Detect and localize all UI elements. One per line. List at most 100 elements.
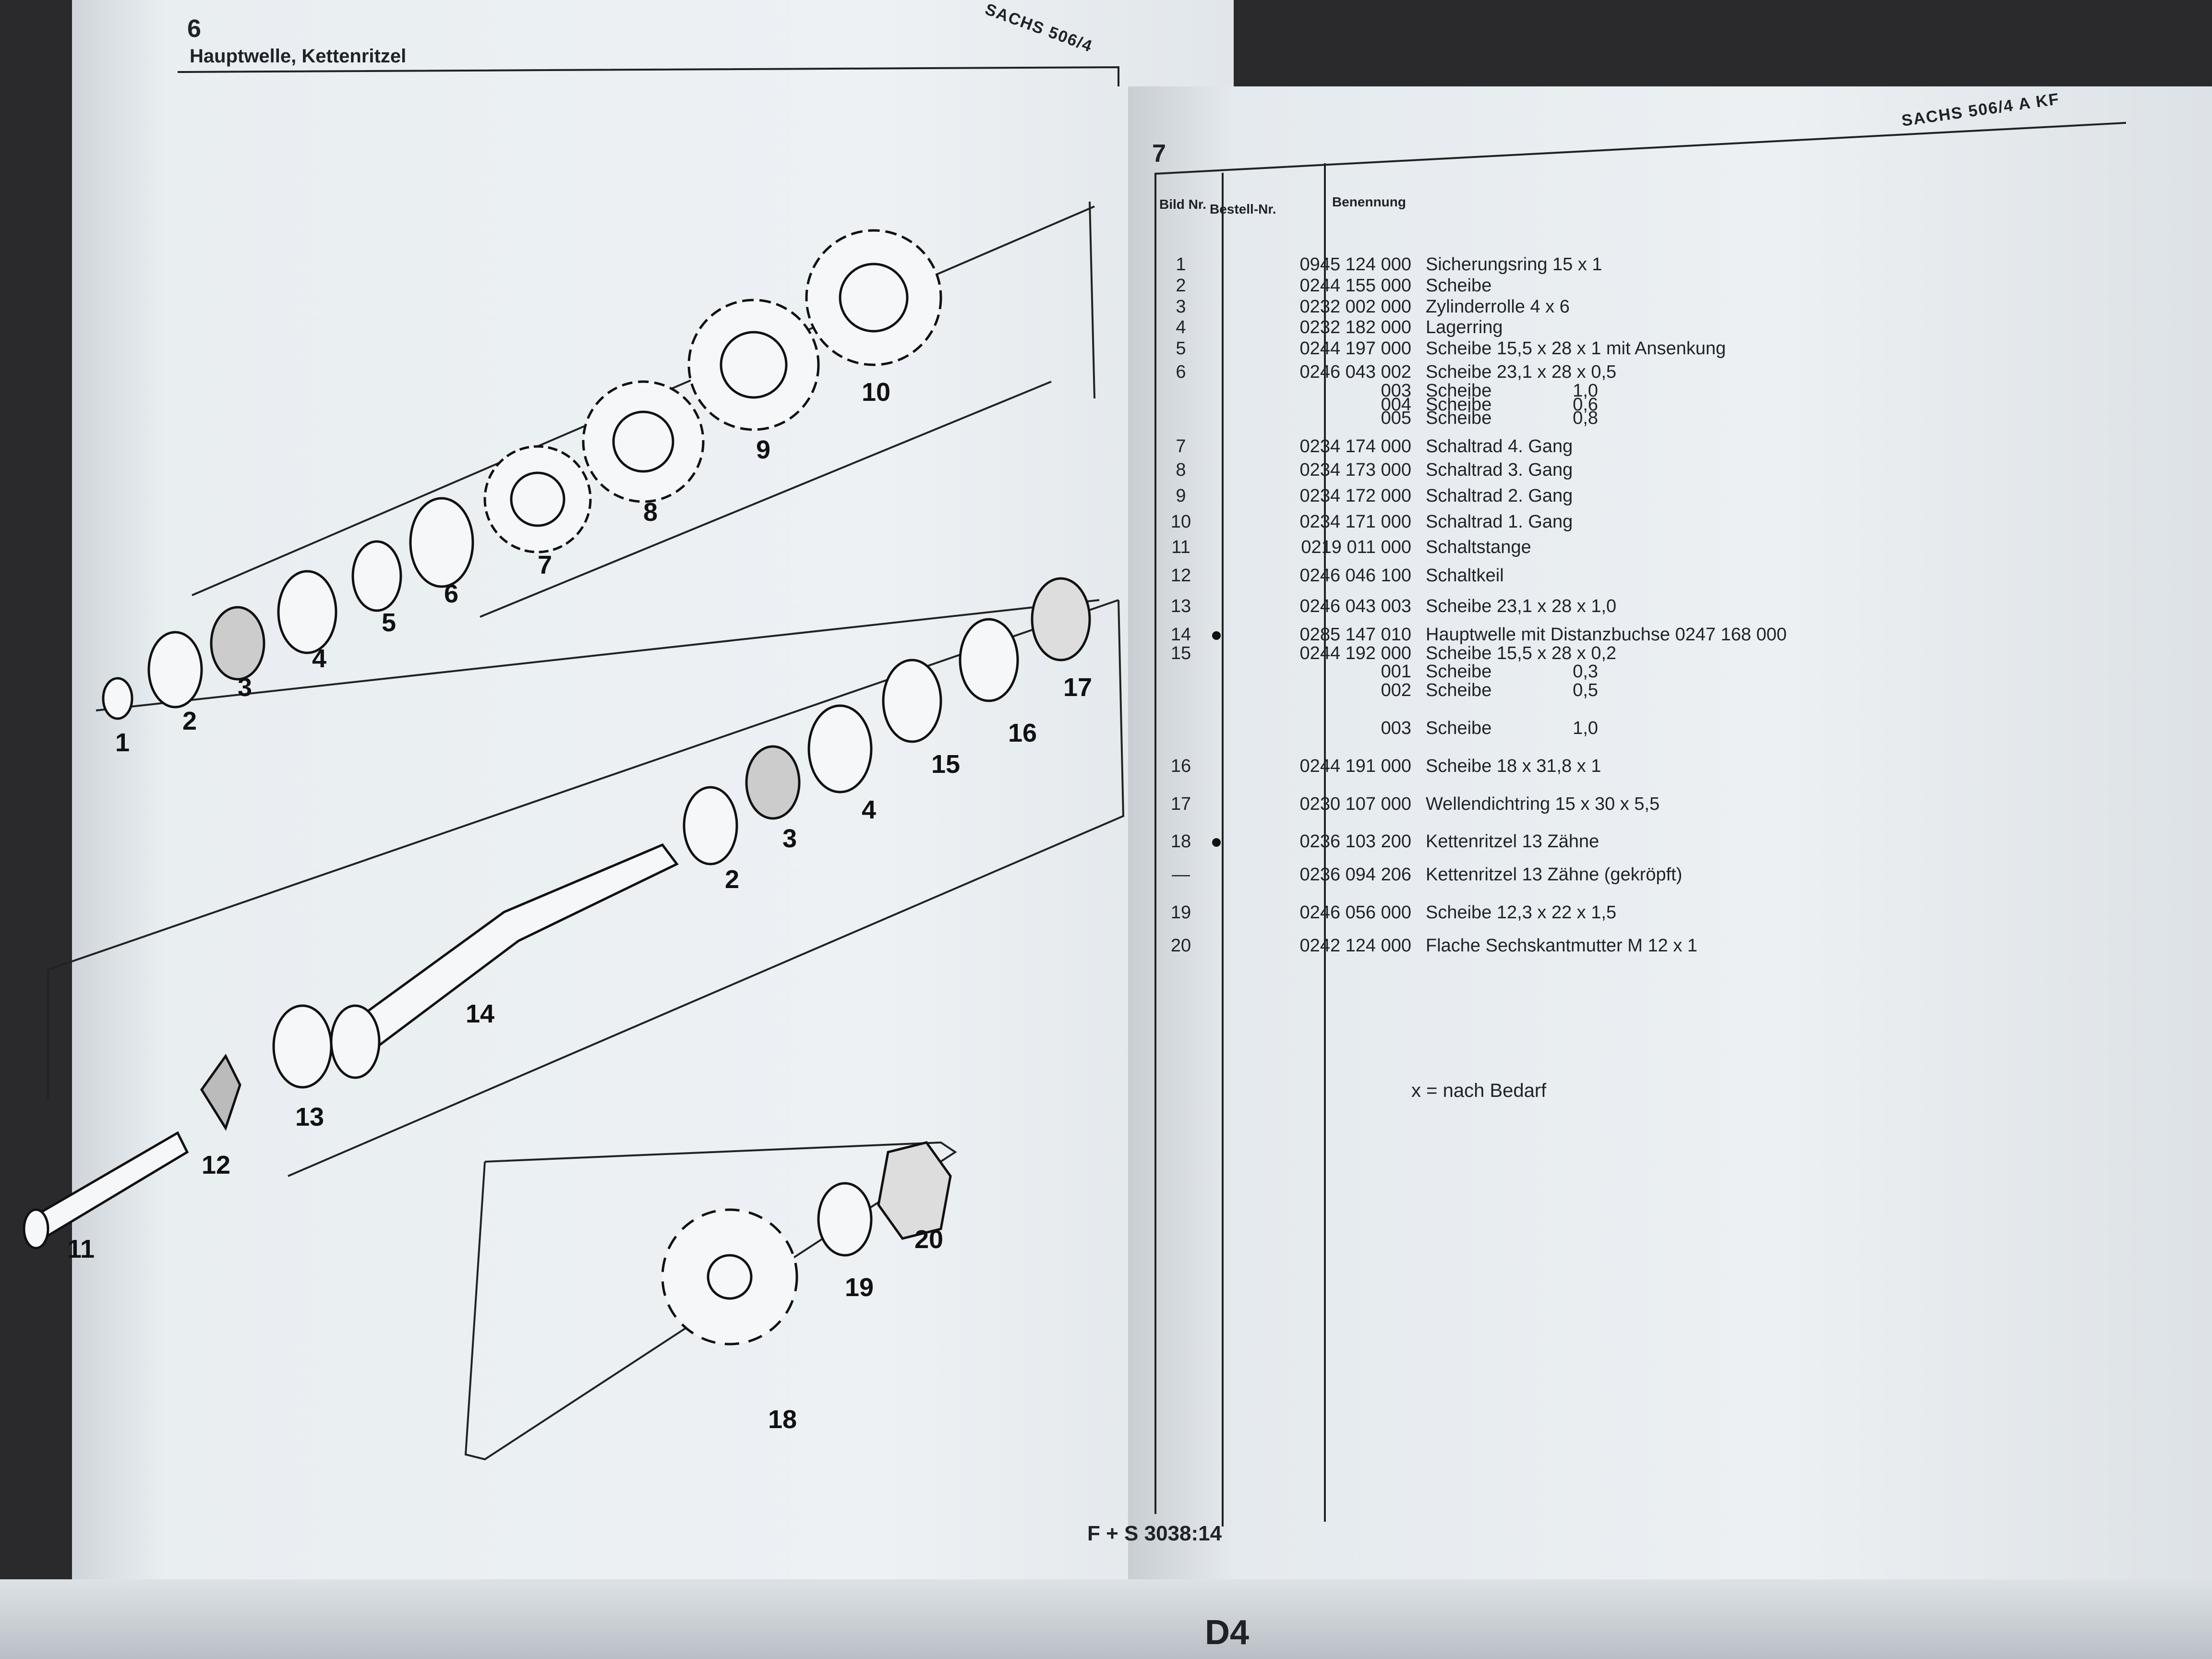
document-code: F + S 3038:14	[1087, 1522, 1222, 1545]
row-bestell-nr: 0244 197 000	[1299, 338, 1411, 359]
row-benennung: Scheibe 23,1 x 28 x 1,0	[1426, 596, 1617, 616]
row-benennung: Scheibe 1,0	[1426, 718, 1599, 738]
new-part-bullet-icon	[1212, 838, 1221, 847]
page-title: Hauptwelle, Kettenritzel	[190, 46, 407, 67]
part-label: 9	[756, 435, 770, 464]
exploded-parts-diagram: 1 2 3 4 5 6 7 8 9 10 17 16 15 4 3 2 14 1…	[23, 229, 1093, 1434]
row-bestell-nr: 0234 171 000	[1299, 511, 1411, 532]
row-benennung: Schaltrad 4. Gang	[1426, 436, 1573, 457]
row-bestell-nr: 004	[1381, 394, 1411, 415]
row-benennung: Kettenritzel 13 Zähne (gekröpft)	[1426, 865, 1683, 885]
row-bild-nr: 19	[1170, 902, 1191, 923]
table-row: 4 0232 182 000 Lagerring	[1157, 317, 2021, 346]
row-benennung: Zylinderrolle 4 x 6	[1426, 296, 1570, 317]
upper-parts	[102, 229, 942, 720]
row-benennung: Scheibe 12,3 x 22 x 1,5	[1426, 902, 1617, 923]
row-bild-nr: 7	[1176, 436, 1186, 457]
part-label: 3	[782, 824, 797, 853]
column-divider	[1222, 173, 1224, 1527]
row-benennung: Schaltstange	[1426, 537, 1531, 558]
part-8-hub	[612, 410, 674, 473]
row-benennung: Scheibe 23,1 x 28 x 0,5	[1426, 362, 1617, 382]
part-label: 7	[538, 551, 552, 579]
table-row: 005 Scheibe 0,8	[1157, 408, 2021, 437]
part-3-roller-cage	[210, 606, 265, 681]
part-5-washer	[351, 540, 402, 612]
part-6-washer	[409, 497, 474, 588]
part-14-shaft-end	[330, 1004, 381, 1079]
row-bild-nr: 3	[1176, 296, 1186, 317]
column-divider	[1324, 163, 1326, 1522]
section-label: D4	[1205, 1613, 1250, 1652]
row-benennung: Scheibe 18 x 31,8 x 1	[1426, 756, 1601, 776]
row-benennung: Kettenritzel 13 Zähne	[1426, 831, 1599, 852]
right-page-number: 7	[1152, 140, 1166, 168]
row-benennung: Scheibe 15,5 x 28 x 0,2	[1426, 643, 1617, 663]
row-benennung: Sicherungsring 15 x 1	[1426, 254, 1602, 275]
part-3-lower-roller-cage	[745, 745, 801, 820]
row-bestell-nr: 0232 182 000	[1299, 317, 1411, 338]
table-row: 003 Scheibe 1,0	[1157, 381, 2021, 409]
row-bestell-nr: 0244 192 000	[1299, 643, 1411, 663]
part-10-hub	[839, 263, 909, 333]
row-bestell-nr: 0234 174 000	[1299, 436, 1411, 457]
part-label: 18	[768, 1405, 797, 1434]
row-bild-nr: 4	[1176, 317, 1186, 338]
row-benennung: Scheibe 15,5 x 28 x 1 mit Ansenkung	[1426, 338, 1726, 359]
row-bild-nr: 1	[1176, 254, 1186, 275]
row-benennung: Schaltrad 2. Gang	[1426, 485, 1573, 506]
row-bestell-nr: 0246 043 002	[1299, 362, 1411, 382]
part-11-shift-rod	[27, 1131, 189, 1240]
table-row: 11 0219 011 000 Schaltstange	[1157, 537, 2021, 566]
book-spine-strip	[0, 1579, 2212, 1659]
left-page-number: 6	[187, 15, 201, 43]
row-bild-nr: 8	[1176, 460, 1186, 480]
row-benennung: Lagerring	[1426, 317, 1503, 338]
part-label: 4	[312, 644, 326, 673]
part-4-lower-bearing-ring	[807, 704, 873, 793]
row-bestell-nr: 003	[1381, 380, 1411, 401]
row-bestell-nr: 0219 011 000	[1301, 537, 1411, 558]
part-label: 17	[1063, 673, 1092, 702]
part-label: 3	[238, 673, 252, 702]
part-label: 16	[1008, 719, 1037, 747]
part-label: 11	[67, 1235, 95, 1263]
row-benennung: Scheibe 1,0	[1426, 380, 1599, 401]
row-bild-nr: 11	[1171, 537, 1190, 558]
lower-parts	[23, 577, 1091, 1346]
row-bestell-nr: 0244 155 000	[1299, 275, 1411, 296]
row-bestell-nr: 0246 043 003	[1299, 596, 1411, 616]
row-bild-nr: 18	[1170, 831, 1191, 852]
row-bestell-nr: 003	[1381, 718, 1411, 738]
row-benennung: Schaltrad 3. Gang	[1426, 460, 1573, 480]
part-16-washer	[959, 618, 1019, 702]
part-17-seal	[1031, 577, 1091, 661]
part-1-circlip	[102, 677, 133, 720]
row-bestell-nr: 0234 173 000	[1299, 460, 1411, 480]
row-bild-nr: 16	[1170, 756, 1191, 776]
row-bild-nr: 17	[1170, 793, 1191, 814]
part-label: 2	[725, 865, 739, 894]
row-benennung: Schaltrad 1. Gang	[1426, 511, 1573, 532]
row-bestell-nr: 005	[1381, 408, 1411, 429]
row-benennung: Scheibe 0,8	[1426, 408, 1599, 429]
part-15-washer	[882, 659, 942, 743]
row-benennung: Scheibe	[1426, 275, 1492, 296]
part-13-washer	[272, 1004, 333, 1089]
row-bestell-nr: 0236 094 206	[1299, 865, 1411, 885]
